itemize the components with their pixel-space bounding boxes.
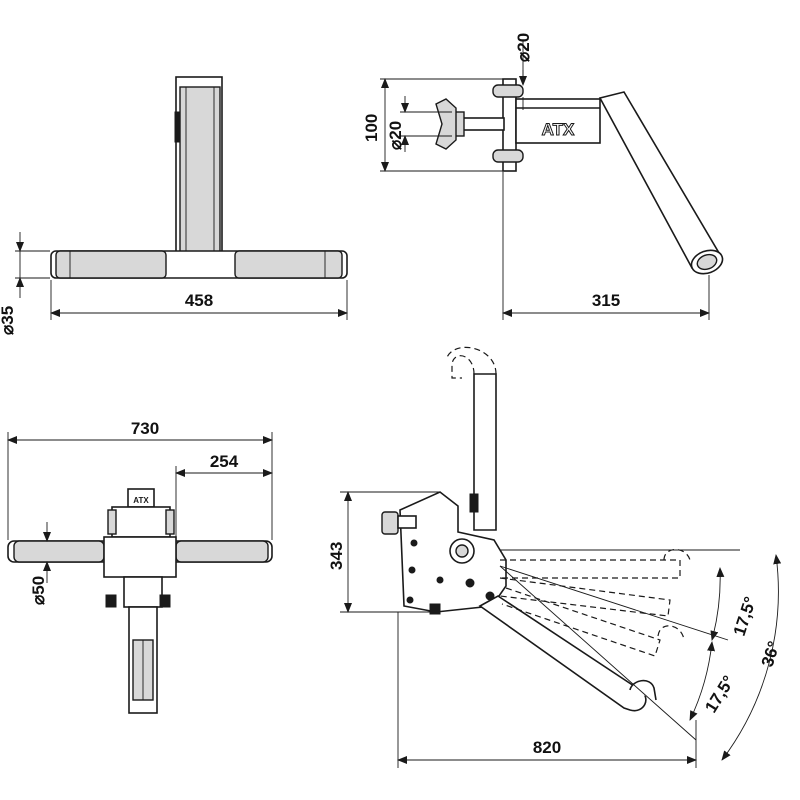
dim-dia-20-top: ⌀20	[514, 33, 533, 62]
dim-343: 343	[327, 542, 346, 570]
view-front: 458 ⌀35	[0, 76, 348, 335]
angle-label-2: 17,5°	[701, 672, 738, 716]
svg-text:ATX: ATX	[133, 496, 149, 505]
dim-254: 254	[210, 452, 239, 471]
arm-position-2	[501, 587, 661, 657]
dim-dia-50: ⌀50	[29, 576, 48, 605]
dim-820: 820	[533, 738, 561, 757]
arm-position-1	[499, 577, 671, 617]
view-top: ATX 730 254 ⌀50	[7, 419, 273, 714]
bolt-top	[492, 84, 524, 98]
top-grip-left	[13, 540, 105, 563]
bolt-bottom	[492, 149, 524, 163]
dim-730: 730	[131, 419, 159, 438]
left-grip	[55, 250, 167, 279]
dim-100: 100	[362, 114, 381, 142]
knob	[381, 511, 399, 535]
top-head	[111, 506, 171, 538]
arm-position-0	[500, 559, 681, 579]
angle-label-1: 17,5°	[730, 594, 760, 638]
spindle	[461, 117, 505, 131]
front-knob	[174, 111, 180, 143]
angled-arm	[598, 91, 724, 269]
view-side: ATX 315 100 ⌀20 ⌀20	[362, 33, 724, 320]
angle-label-3: 36°	[758, 639, 784, 670]
dim-dia-35: ⌀35	[0, 306, 17, 335]
lowered-arm	[478, 595, 647, 712]
top-grip-right	[175, 540, 269, 563]
dim-315: 315	[592, 291, 620, 310]
dim-458: 458	[185, 291, 213, 310]
dim-dia-20-left: ⌀20	[386, 121, 405, 150]
upright-arm	[473, 373, 497, 531]
view-positions: 17,5° 17,5° 36° 343 820	[327, 346, 784, 768]
brand-logo: ATX	[542, 120, 575, 139]
right-grip	[234, 250, 343, 279]
top-body	[103, 536, 177, 578]
handwheel	[435, 98, 457, 150]
arm-bracket	[515, 98, 601, 144]
